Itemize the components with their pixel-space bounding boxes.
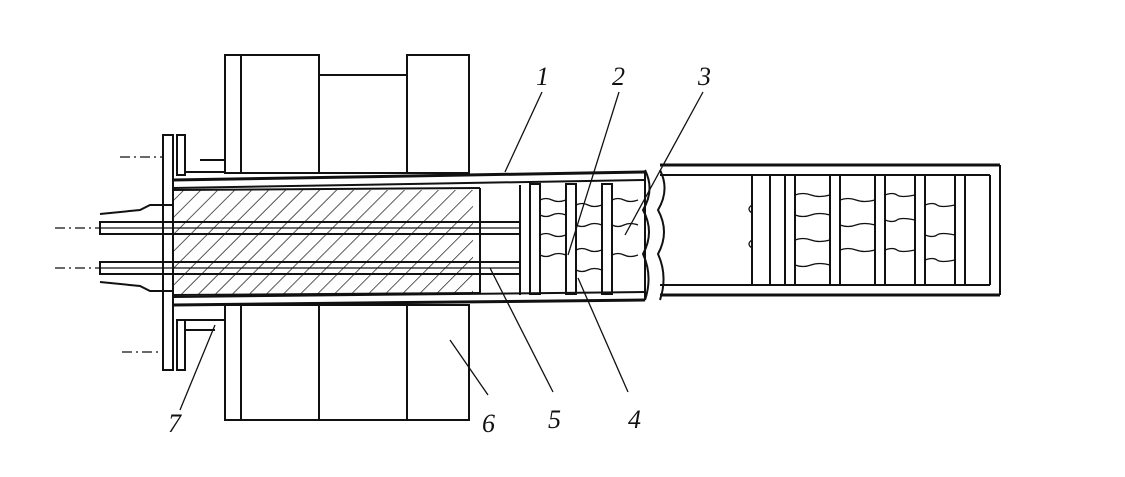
label-1: 1 [536, 62, 549, 91]
wall-lower [224, 304, 470, 421]
label-5: 5 [548, 405, 561, 434]
mounting-flange [120, 130, 226, 371]
label-7: 7 [168, 409, 182, 438]
label-4: 4 [628, 405, 641, 434]
distal-section [660, 163, 1001, 297]
label-2: 2 [612, 62, 625, 91]
label-3: 3 [697, 62, 711, 91]
leader-lines [179, 91, 704, 411]
insulator-body [55, 187, 521, 296]
wall-upper [224, 54, 470, 174]
label-6: 6 [482, 409, 495, 438]
heater-coil-section [519, 169, 666, 301]
